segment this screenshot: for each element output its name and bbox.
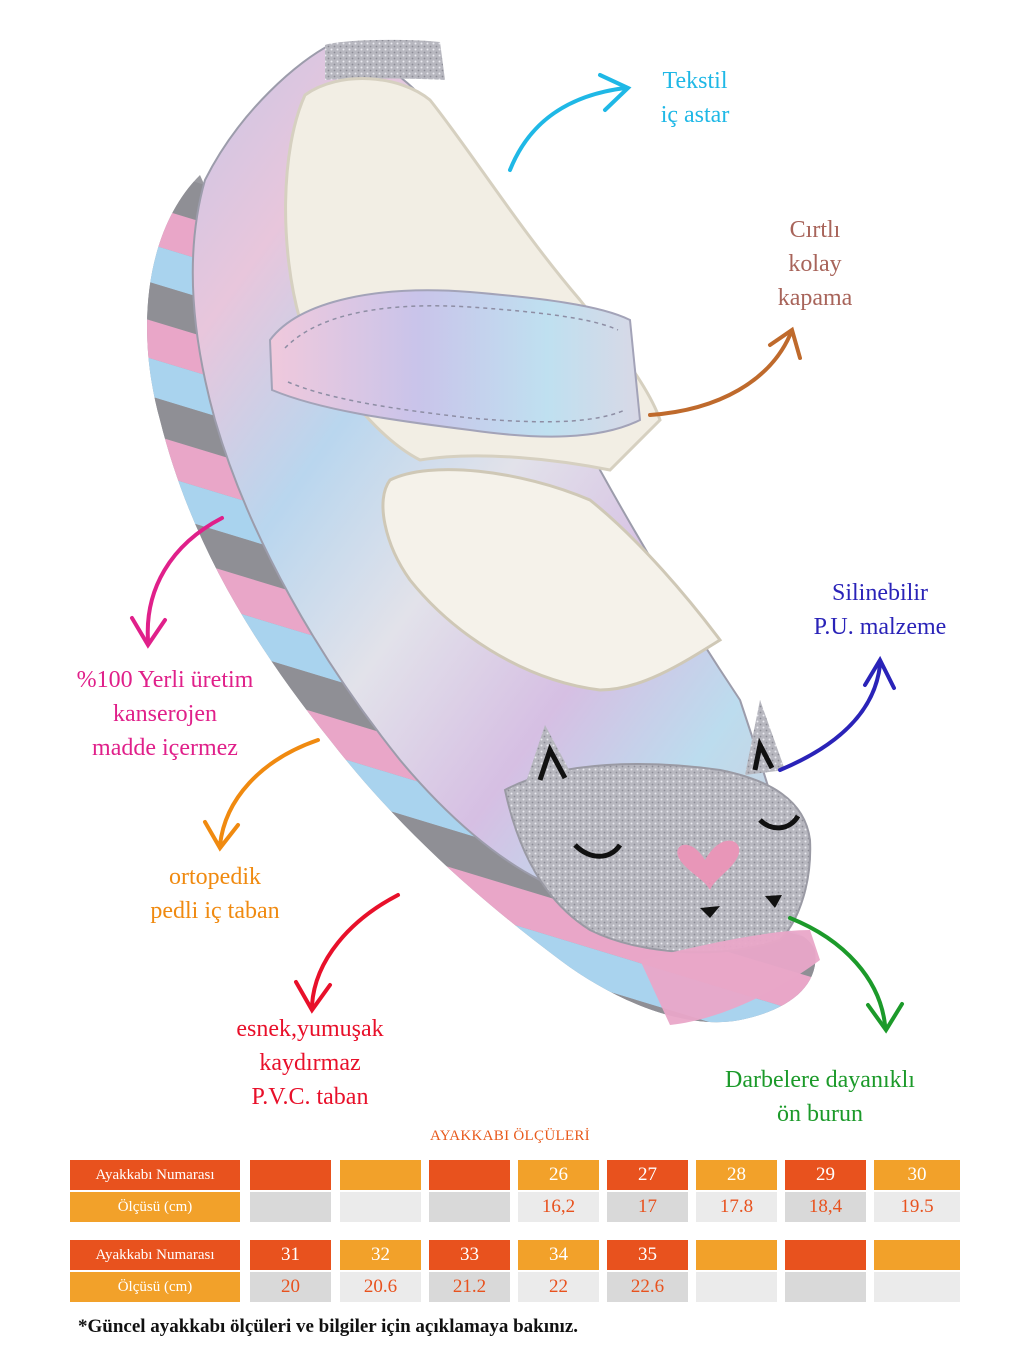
callout-line: Darbelere dayanıklı bbox=[725, 1067, 915, 1093]
callout-line: iç astar bbox=[660, 102, 730, 128]
callout-line: ortopedik bbox=[169, 864, 261, 890]
size-cell bbox=[874, 1240, 960, 1270]
callout-velcro-closure: Cırtlı kolay kapama bbox=[760, 213, 870, 315]
callout-line: kaydırmaz bbox=[259, 1050, 361, 1076]
size-cell: 30 bbox=[874, 1160, 960, 1190]
measure-label-cell: Ölçüsü (cm) bbox=[70, 1192, 240, 1222]
size-cell: 28 bbox=[696, 1160, 777, 1190]
callout-line: esnek,yumuşak bbox=[236, 1016, 384, 1042]
callout-line: Cırtlı bbox=[789, 217, 841, 243]
size-cell: 26 bbox=[518, 1160, 599, 1190]
measure-cell bbox=[785, 1272, 866, 1302]
size-cell bbox=[429, 1160, 510, 1190]
callout-line: P.U. malzeme bbox=[813, 614, 947, 640]
size-cell: 34 bbox=[518, 1240, 599, 1270]
shoe-image bbox=[130, 39, 904, 1034]
size-cell: 32 bbox=[340, 1240, 421, 1270]
callout-orthopedic-insole: ortopedik pedli iç taban bbox=[125, 860, 305, 928]
size-cell bbox=[696, 1240, 777, 1270]
measure-cell bbox=[874, 1272, 960, 1302]
callout-line: %100 Yerli üretim bbox=[76, 667, 254, 693]
callout-textile-lining: Tekstil iç astar bbox=[640, 64, 750, 132]
callout-line: P.V.C. taban bbox=[251, 1084, 369, 1110]
size-cell: 31 bbox=[250, 1240, 331, 1270]
callout-line: kapama bbox=[777, 285, 853, 311]
measure-cell: 21.2 bbox=[429, 1272, 510, 1302]
size-cell: 27 bbox=[607, 1160, 688, 1190]
measure-cell: 22.6 bbox=[607, 1272, 688, 1302]
callout-line: madde içermez bbox=[92, 735, 238, 761]
arrow-textile bbox=[508, 73, 632, 172]
footnote: *Güncel ayakkabı ölçüleri ve bilgiler iç… bbox=[78, 1316, 579, 1337]
arrow-production bbox=[130, 516, 224, 649]
callout-line: ön burun bbox=[777, 1101, 863, 1127]
size-label-cell: Ayakkabı Numarası bbox=[70, 1240, 240, 1270]
measure-cell: 22 bbox=[518, 1272, 599, 1302]
size-cell bbox=[250, 1160, 331, 1190]
callout-wipeable-pu: Silinebilir P.U. malzeme bbox=[800, 576, 960, 644]
measure-cell: 17 bbox=[607, 1192, 688, 1222]
arrow-insole bbox=[203, 738, 320, 852]
measure-cell bbox=[250, 1192, 331, 1222]
measure-cell: 19.5 bbox=[874, 1192, 960, 1222]
callout-sole: esnek,yumuşak kaydırmaz P.V.C. taban bbox=[215, 1012, 405, 1114]
insole bbox=[381, 468, 723, 692]
toe-bumper bbox=[640, 930, 820, 1025]
measure-cell: 17.8 bbox=[696, 1192, 777, 1222]
measure-cell bbox=[429, 1192, 510, 1222]
callout-line: kanserojen bbox=[113, 701, 217, 727]
measure-cell bbox=[340, 1192, 421, 1222]
measure-label-cell: Ölçüsü (cm) bbox=[70, 1272, 240, 1302]
heel-tab bbox=[325, 39, 445, 80]
callout-line: kolay bbox=[788, 251, 842, 277]
size-cell: 29 bbox=[785, 1160, 866, 1190]
size-cell bbox=[340, 1160, 421, 1190]
size-cell: 33 bbox=[429, 1240, 510, 1270]
size-table-title: AYAKKABI ÖLÇÜLERİ bbox=[430, 1128, 590, 1144]
arrow-pu bbox=[778, 655, 896, 772]
callout-line: pedli iç taban bbox=[150, 898, 280, 924]
measure-cell: 18,4 bbox=[785, 1192, 866, 1222]
measure-cell: 16,2 bbox=[518, 1192, 599, 1222]
measure-cell: 20.6 bbox=[340, 1272, 421, 1302]
size-label-cell: Ayakkabı Numarası bbox=[70, 1160, 240, 1190]
arrow-toe bbox=[788, 916, 904, 1034]
size-cell bbox=[785, 1240, 866, 1270]
callout-line: Tekstil bbox=[662, 68, 728, 94]
callout-toe-cap: Darbelere dayanıklı ön burun bbox=[700, 1063, 940, 1131]
size-cell: 35 bbox=[607, 1240, 688, 1270]
arrow-sole bbox=[294, 893, 400, 1014]
measure-cell bbox=[696, 1272, 777, 1302]
measure-cell: 20 bbox=[250, 1272, 331, 1302]
callout-local-production: %100 Yerli üretim kanserojen madde içerm… bbox=[50, 663, 280, 765]
cat-face-toe bbox=[503, 700, 812, 954]
velcro-strap bbox=[268, 289, 642, 438]
arrow-velcro bbox=[648, 326, 802, 417]
callout-line: Silinebilir bbox=[832, 580, 928, 606]
